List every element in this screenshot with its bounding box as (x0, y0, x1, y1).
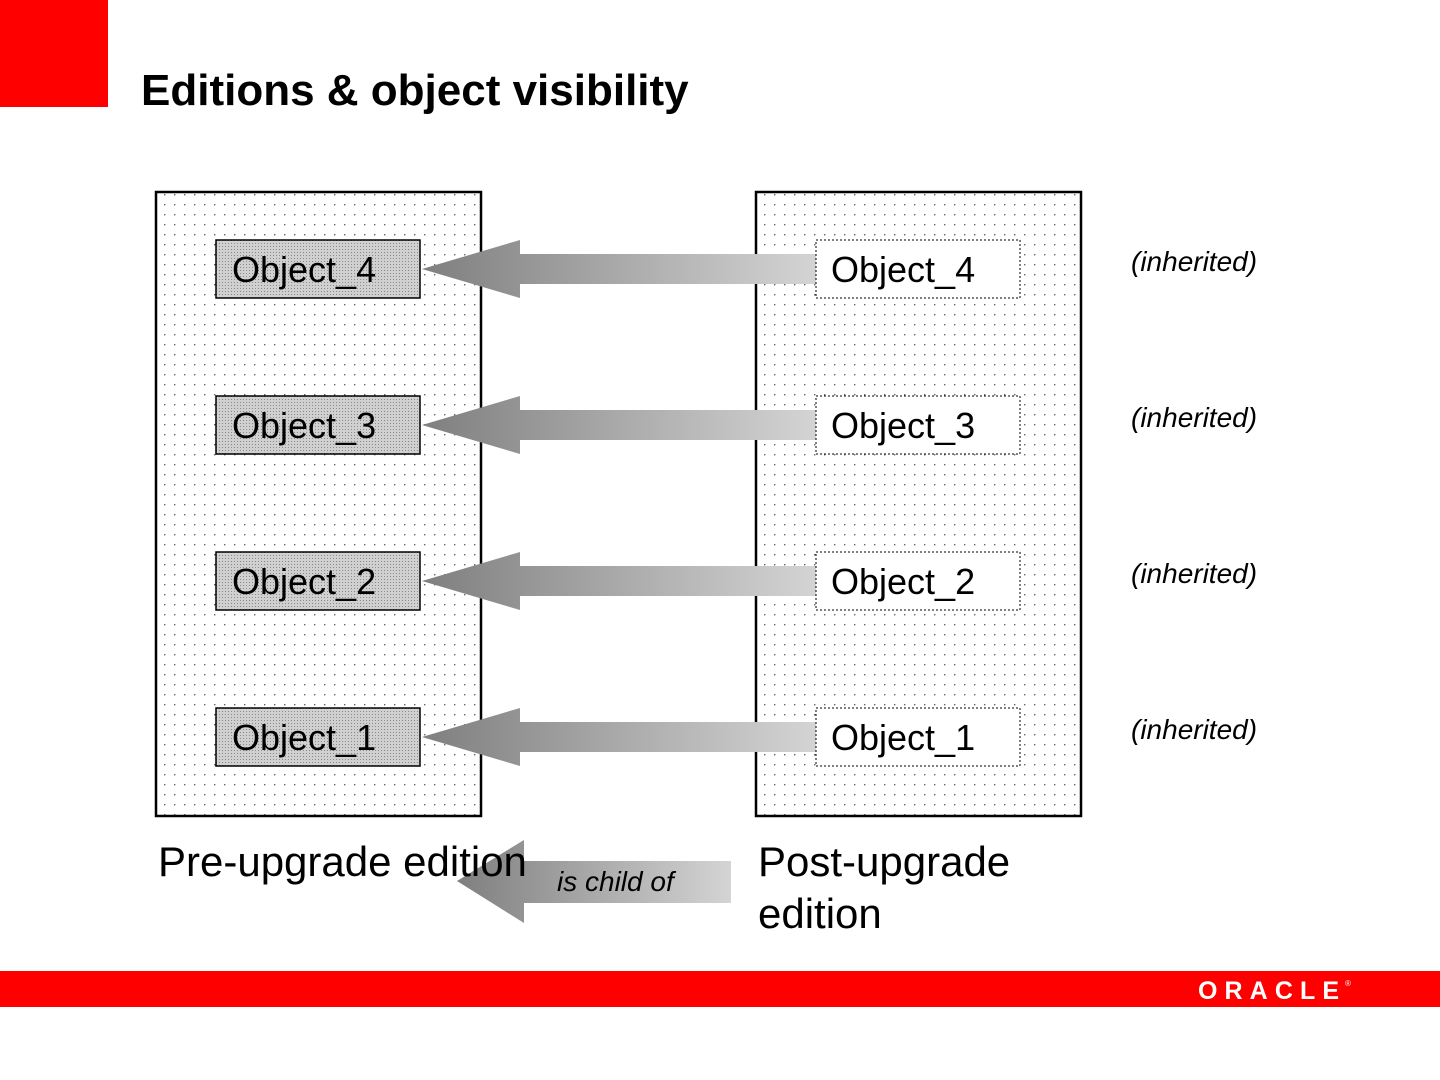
inheritance-arrow (422, 396, 816, 454)
inheritance-arrow (422, 708, 816, 766)
is-child-of-arrow (457, 840, 731, 923)
is-child-of-label: is child of (557, 866, 677, 897)
oracle-logo-text: ORACLE (1198, 977, 1342, 1003)
inherited-note: (inherited) (1131, 714, 1258, 745)
brand-corner-block (0, 0, 108, 107)
post-upgrade-object-box (815, 551, 1021, 611)
footer-bar (0, 971, 1440, 1007)
oracle-logo-mark: ® (1345, 979, 1351, 988)
post-upgrade-object-label: Object_2 (831, 561, 975, 602)
post-upgrade-object-box (815, 707, 1021, 767)
pre-upgrade-object-box (215, 707, 421, 767)
pre-upgrade-object-label: Object_2 (232, 561, 376, 602)
post-upgrade-caption-line1: Post-upgrade (758, 838, 1011, 885)
inherited-note: (inherited) (1131, 402, 1258, 433)
post-upgrade-object-label: Object_4 (831, 249, 975, 290)
pre-upgrade-object-label: Object_4 (232, 249, 376, 290)
pre-upgrade-object-label: Object_1 (232, 717, 376, 758)
post-upgrade-object-label: Object_3 (831, 405, 975, 446)
post-upgrade-object-box (815, 395, 1021, 455)
pre-upgrade-object-label: Object_3 (232, 405, 376, 446)
oracle-logo: ORACLE ® (1198, 977, 1351, 1003)
inherited-note: (inherited) (1131, 246, 1258, 277)
inherited-note: (inherited) (1131, 558, 1258, 589)
post-upgrade-edition-caption: Post-upgrade edition (758, 836, 1010, 940)
inheritance-arrow (422, 552, 816, 610)
post-upgrade-caption-line2: edition (758, 890, 882, 937)
pre-upgrade-object-box (215, 551, 421, 611)
slide-title: Editions & object visibility (141, 66, 689, 115)
pre-upgrade-object-box (215, 239, 421, 299)
pre-upgrade-object-box (215, 395, 421, 455)
post-upgrade-object-label: Object_1 (831, 717, 975, 758)
pre-upgrade-edition-caption: Pre-upgrade edition (158, 838, 527, 885)
inheritance-arrow (422, 240, 816, 298)
post-upgrade-object-box (815, 239, 1021, 299)
